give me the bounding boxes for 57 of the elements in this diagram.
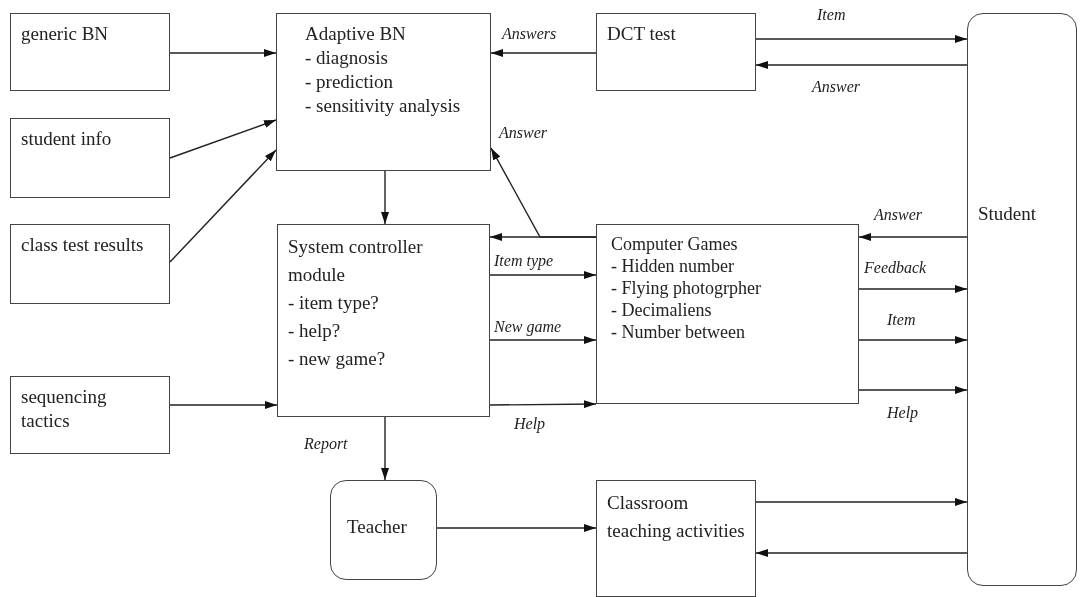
arrow [858, 233, 968, 241]
list-item: - Decimaliens [611, 299, 713, 321]
arrow [490, 147, 597, 238]
edge-label: New game [492, 318, 564, 336]
arrow [489, 400, 597, 409]
arrow [755, 549, 968, 557]
arrow [169, 401, 278, 409]
list-item: - Flying photogrpher [611, 277, 762, 299]
box-title: generic BN [21, 22, 110, 46]
actor-box [330, 480, 437, 580]
arrow [755, 61, 968, 69]
arrow [755, 498, 968, 506]
list-item: - help? [288, 319, 342, 343]
arrow [489, 271, 597, 279]
edge-label: Help [512, 415, 548, 433]
process-box [596, 480, 756, 597]
process-box [277, 224, 490, 417]
edge-label: Report [302, 435, 350, 453]
box-title: class test results [21, 233, 145, 257]
arrow [169, 119, 277, 159]
edge-label: Help [885, 404, 921, 422]
arrow [755, 35, 968, 43]
process-box [596, 224, 859, 404]
list-item: - item type? [288, 291, 380, 315]
box-title: System controller module [288, 235, 424, 287]
edge-label: Item type [492, 252, 556, 270]
input-box [10, 224, 170, 304]
arrow [489, 336, 597, 344]
process-box [276, 13, 491, 171]
process-box [596, 13, 756, 91]
box-title: Classroom teaching activities [607, 491, 745, 543]
box-title: Teacher [347, 515, 408, 539]
arrow [436, 524, 597, 532]
input-box [10, 13, 170, 91]
input-box [10, 376, 170, 454]
arrow [169, 149, 277, 263]
box-title: Computer Games [611, 233, 739, 255]
actor-box [967, 13, 1077, 586]
arrow [381, 170, 389, 225]
list-item: - Hidden number [611, 255, 735, 277]
box-title: sequencing tactics [21, 385, 108, 433]
arrow [381, 416, 389, 481]
box-title: DCT test [607, 22, 677, 46]
list-item: - diagnosis [305, 46, 389, 70]
list-item: - new game? [288, 347, 387, 371]
list-item: - prediction [305, 70, 395, 94]
arrow [858, 336, 968, 344]
box-title: Adaptive BN [305, 22, 407, 46]
list-item: - sensitivity analysis [305, 94, 462, 118]
arrow [858, 285, 968, 293]
arrow [858, 386, 968, 394]
input-box [10, 118, 170, 198]
arrow [169, 49, 277, 57]
arrow [490, 49, 597, 57]
box-title: student info [21, 127, 113, 151]
box-title: Student [978, 202, 1038, 226]
list-item: - Number between [611, 321, 746, 343]
